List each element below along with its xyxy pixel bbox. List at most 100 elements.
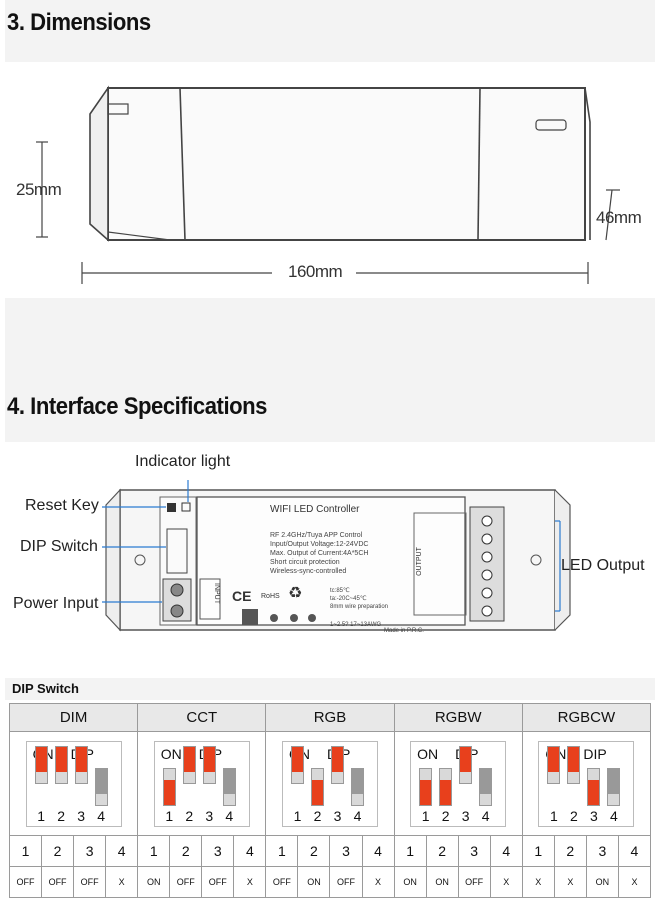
switch-fill [351,769,363,795]
switch-state: X [489,866,523,898]
switch-cap [351,794,363,805]
dip-title-band [5,678,655,700]
length-label: 160mm [288,262,343,281]
dip-diagram-cell: ONDIP1234 [393,731,523,836]
position-number: 4 [233,835,267,867]
switch-cap [95,794,107,805]
switch-fill [55,747,67,773]
dip-switch-3 [587,768,601,806]
spacer-band [5,298,655,442]
dip-diagram-cell: ONDIP1234 [8,731,139,836]
dip-switch-4 [94,768,108,806]
dip-switch-number: 3 [77,808,85,824]
switch-cap [291,772,303,783]
temp-line: ta:-20C~45℃ [330,596,367,602]
mode-header: RGB [265,703,395,732]
switch-fill [568,747,580,773]
switch-state: OFF [41,866,75,898]
switch-cap [480,794,492,805]
dip-switch-2 [182,746,196,784]
power-input-label: Power Input [13,595,99,612]
spec-line: Short circuit protection [270,559,340,566]
switch-cap [55,772,67,783]
mode-header: RGBW [393,703,523,732]
dip-switch-4 [479,768,493,806]
position-number: 2 [553,835,587,867]
switch-state: ON [297,866,331,898]
position-number: 4 [617,835,652,867]
position-number: 4 [361,835,395,867]
dip-switch-number: 3 [333,808,342,824]
switch-cap [35,772,47,783]
switch-cap [548,772,560,783]
dip-switch-2 [310,768,324,806]
dip-switch-2 [54,746,68,784]
position-number: 3 [329,835,363,867]
dip-switch-number: 2 [185,808,194,824]
switch-state: OFF [265,866,299,898]
position-number: 2 [425,835,459,867]
switch-state: OFF [457,866,491,898]
dip-switch-number: 1 [165,808,174,824]
dip-switch-1 [419,768,433,806]
dip-switch-number: 4 [353,808,362,824]
position-number: 1 [137,835,171,867]
position-number: 1 [521,835,555,867]
dimension-drawing [36,85,620,284]
dip-switch-number: 4 [609,808,618,824]
switch-state: OFF [73,866,107,898]
ce-mark: CE [232,588,252,604]
device-outline [107,87,586,241]
position-number: 2 [169,835,203,867]
dip-diagram-cell: ONDIP1234 [521,731,652,836]
position-number: 2 [297,835,331,867]
dip-switch-1 [290,746,304,784]
switch-fill [35,747,47,773]
switch-cap [183,772,195,783]
switch-cap [331,772,343,783]
interface-heading: 4. Interface Specifications [7,393,268,420]
width-label: 46mm [596,208,642,227]
dip-switch-4 [222,768,236,806]
switch-fill [223,769,235,795]
switch-cap [311,769,323,780]
switch-state: OFF [329,866,363,898]
dip-switch-number: 2 [57,808,65,824]
dip-switch-1 [547,746,561,784]
switch-fill [95,769,107,795]
switch-state: ON [425,866,459,898]
switch-fill [420,779,432,805]
switch-state: X [617,866,652,898]
dip-switch-number: 3 [589,808,598,824]
switch-state: X [361,866,395,898]
awg-rating: 1~2.5? 17~13AWG [330,622,382,628]
position-number: 4 [105,835,139,867]
dip-switch-number: 1 [293,808,302,824]
switch-state: OFF [201,866,235,898]
dip-switch-3 [459,746,473,784]
interface-drawing: ♻ [102,480,571,632]
dip-diagram-cell: ONDIP1234 [265,731,395,836]
switch-cap [568,772,580,783]
position-number: 1 [265,835,299,867]
spec-line: Input/Output Voltage:12-24VDC [270,541,369,548]
temp-line: tc:85℃ [330,588,350,594]
switch-cap [75,772,87,783]
switch-fill [75,747,87,773]
output-label: OUTPUT [415,547,423,576]
temp-rating: tc:85℃ ta:-20C~45℃ 8mm wire preparation [330,587,388,611]
switch-cap [440,769,452,780]
spec-line: Wireless-sync-controlled [270,568,347,575]
switch-state: OFF [169,866,203,898]
dip-switch-3 [330,746,344,784]
position-number: 3 [73,835,107,867]
switch-state: ON [137,866,171,898]
dip-switch-number: 4 [481,808,490,824]
led-output-label: LED Output [561,557,645,574]
dip-table: DIM CCT RGB RGBW RGBCW ONDIP1234ONDIP123… [8,703,652,898]
switch-fill [440,779,452,805]
dip-switch-2 [567,746,581,784]
switch-cap [460,772,472,783]
switch-fill [588,779,600,805]
indicator-light-label: Indicator light [135,453,231,470]
